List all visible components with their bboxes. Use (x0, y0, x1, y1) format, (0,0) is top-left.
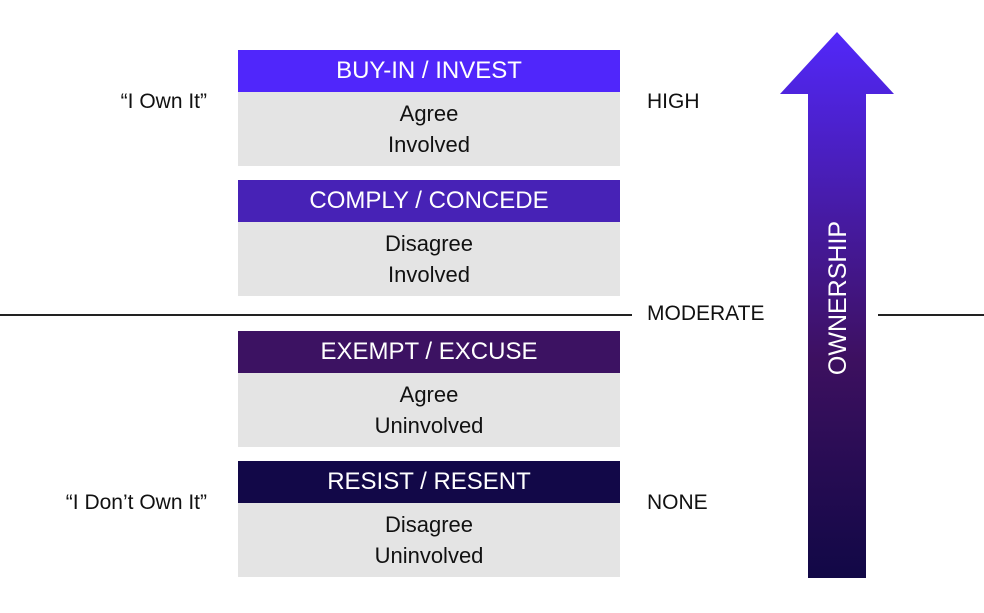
divider-left (0, 314, 632, 316)
scale-moderate: MODERATE (647, 302, 765, 325)
level-line1: Agree (399, 101, 459, 126)
level-line1: Disagree (384, 231, 474, 256)
level-title: BUY-IN / INVEST (238, 50, 620, 92)
level-line2: Involved (388, 132, 470, 157)
level-line2: Involved (388, 262, 470, 287)
level-line1: Agree (399, 382, 459, 407)
divider-right (878, 314, 984, 316)
ownership-label: OWNERSHIP (824, 221, 852, 375)
scale-high: HIGH (647, 90, 700, 113)
quote-dont-own-it: “I Don’t Own It” (65, 491, 207, 514)
level-line2: Uninvolved (374, 413, 484, 438)
level-title: COMPLY / CONCEDE (238, 180, 620, 222)
level-title: RESIST / RESENT (238, 461, 620, 503)
level-line1: Disagree (384, 512, 474, 537)
scale-none: NONE (647, 491, 708, 514)
level-line2: Uninvolved (374, 543, 484, 568)
level-title: EXEMPT / EXCUSE (238, 331, 620, 373)
quote-own-it: “I Own It” (120, 90, 207, 113)
